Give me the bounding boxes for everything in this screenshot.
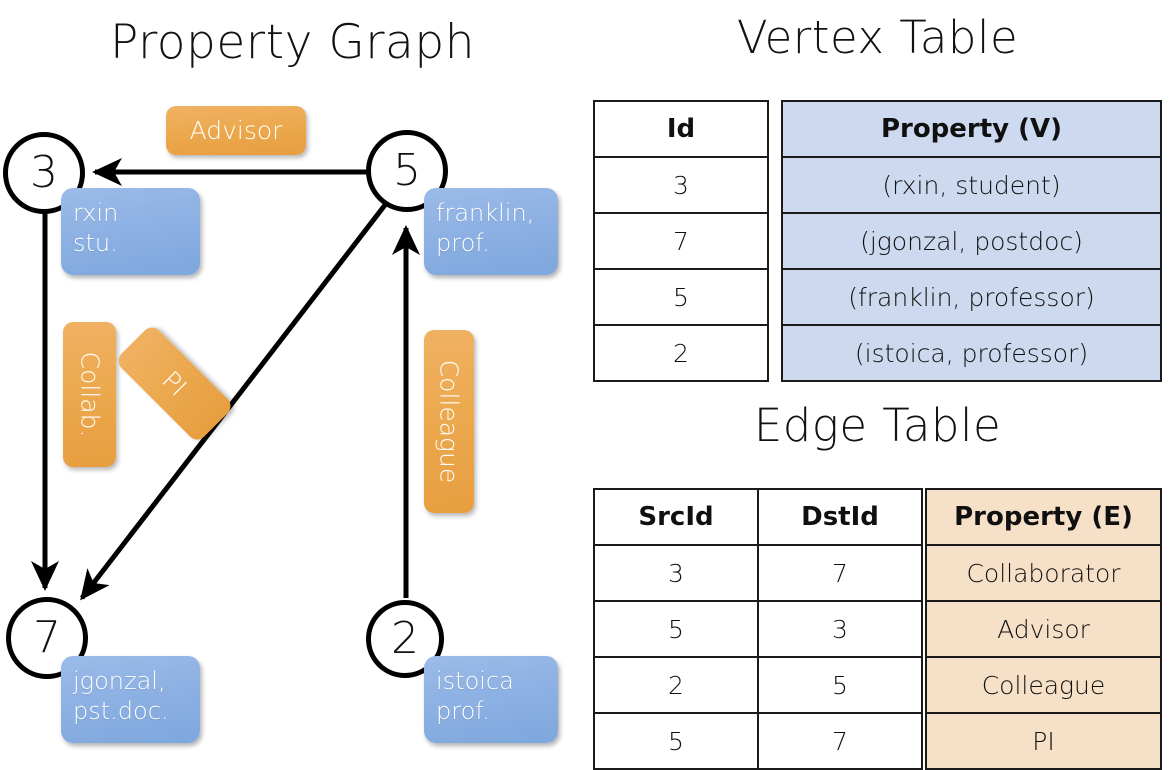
edge-cell-src: 3 [593, 544, 759, 602]
edge-label-colleague-text: Colleague [434, 359, 464, 484]
table-row[interactable]: 3 7 [593, 544, 923, 602]
table-row[interactable]: 7 [593, 212, 769, 270]
table-row[interactable]: Collaborator [925, 544, 1162, 602]
edge-header-property: Property (E) [925, 488, 1162, 546]
vertex-cell-property: (istoica, professor) [781, 324, 1162, 382]
edge-table-title: Edge Table [753, 399, 1002, 452]
table-row[interactable]: (jgonzal, postdoc) [781, 212, 1162, 270]
node-property-2-line2: prof. [436, 697, 490, 725]
edge-cell-dst: 3 [757, 600, 923, 658]
table-row[interactable]: Advisor [925, 600, 1162, 658]
edge-label-colleague: Colleague [424, 330, 474, 513]
table-row[interactable]: 5 [593, 268, 769, 326]
vertex-cell-id: 3 [593, 156, 769, 214]
node-property-7-line2: pst.doc. [73, 697, 169, 725]
node-property-box-7: jgonzal, pst.doc. [61, 656, 200, 743]
edge-cell-dst: 5 [757, 656, 923, 714]
node-property-7-line1: jgonzal, [73, 667, 166, 695]
property-graph-panel: Property Graph 3 5 7 2 rxin stu. frankli… [0, 0, 585, 760]
edge-cell-property: Colleague [925, 656, 1162, 714]
table-row[interactable]: (istoica, professor) [781, 324, 1162, 382]
vertex-cell-id: 2 [593, 324, 769, 382]
edge-cell-dst: 7 [757, 712, 923, 770]
node-property-box-3: rxin stu. [61, 188, 200, 275]
vertex-cell-property: (jgonzal, postdoc) [781, 212, 1162, 270]
table-row[interactable]: (rxin, student) [781, 156, 1162, 214]
table-row[interactable]: 2 5 [593, 656, 923, 714]
table-row[interactable]: 3 [593, 156, 769, 214]
edge-table-property-column: Property (E) Collaborator Advisor Collea… [925, 488, 1162, 770]
vertex-cell-id: 5 [593, 268, 769, 326]
vertex-table-id-column: Id 3 7 5 2 [593, 100, 769, 382]
edge-cell-property: Collaborator [925, 544, 1162, 602]
vertex-header-property: Property (V) [781, 100, 1162, 158]
vertex-cell-property: (franklin, professor) [781, 268, 1162, 326]
table-row[interactable]: PI [925, 712, 1162, 770]
edge-cell-dst: 7 [757, 544, 923, 602]
edge-cell-src: 2 [593, 656, 759, 714]
edge-cell-property: Advisor [925, 600, 1162, 658]
node-property-box-5: franklin, prof. [424, 188, 558, 275]
edge-label-advisor-text: Advisor [189, 116, 283, 145]
graph-edges-svg [30, 157, 421, 601]
node-property-5-line1: franklin, [436, 199, 535, 227]
table-row[interactable]: 5 7 [593, 712, 923, 770]
node-property-3-line2: stu. [73, 229, 118, 257]
edge-cell-src: 5 [593, 712, 759, 770]
vertex-cell-id: 7 [593, 212, 769, 270]
vertex-table-property-column: Property (V) (rxin, student) (jgonzal, p… [781, 100, 1162, 382]
node-id-7: 7 [33, 612, 61, 663]
edge-header-dstid: DstId [757, 488, 923, 546]
property-graph-title: Property Graph [110, 15, 475, 70]
node-circle-2[interactable]: 2 [366, 600, 444, 678]
table-header-row: Id [593, 100, 769, 158]
edge-label-collab: Collab. [63, 322, 116, 467]
table-row[interactable]: Colleague [925, 656, 1162, 714]
edge-header-srcid: SrcId [593, 488, 759, 546]
table-header-row: SrcId DstId [593, 488, 923, 546]
node-property-3-line1: rxin [73, 199, 119, 227]
edge-cell-src: 5 [593, 600, 759, 658]
vertex-table-title: Vertex Table [736, 11, 1019, 64]
edge-table-id-columns: SrcId DstId 3 7 5 3 2 5 5 7 [593, 488, 923, 770]
edge-5-to-7 [80, 203, 387, 601]
vertex-cell-property: (rxin, student) [781, 156, 1162, 214]
table-row[interactable]: 2 [593, 324, 769, 382]
table-header-row: Property (E) [925, 488, 1162, 546]
edge-label-advisor: Advisor [166, 106, 306, 155]
table-row[interactable]: (franklin, professor) [781, 268, 1162, 326]
node-id-3: 3 [30, 147, 58, 198]
node-property-box-2: istoica prof. [424, 656, 558, 743]
node-id-5: 5 [393, 145, 421, 196]
edge-label-collab-text: Collab. [75, 351, 104, 438]
edge-label-pi-text: PI [156, 365, 193, 402]
edge-cell-property: PI [925, 712, 1162, 770]
node-id-2: 2 [391, 613, 419, 664]
table-header-row: Property (V) [781, 100, 1162, 158]
table-row[interactable]: 5 3 [593, 600, 923, 658]
node-property-5-line2: prof. [436, 229, 490, 257]
node-property-2-line1: istoica [436, 667, 514, 695]
node-circle-5[interactable]: 5 [366, 130, 448, 212]
vertex-header-id: Id [593, 100, 769, 158]
